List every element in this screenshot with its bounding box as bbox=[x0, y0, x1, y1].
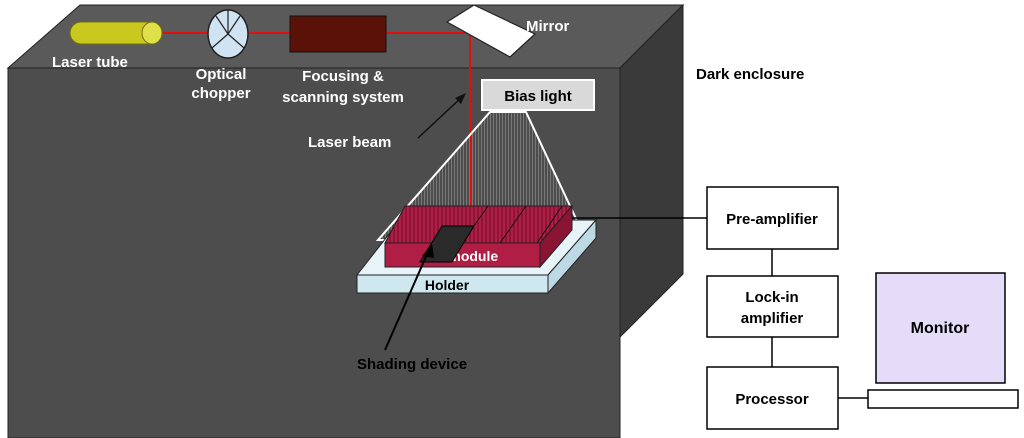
focusing-label-line1: Focusing & bbox=[302, 68, 384, 85]
lock-in-amplifier-box bbox=[706, 275, 839, 338]
dark-enclosure-label: Dark enclosure bbox=[696, 66, 804, 83]
pre-amplifier-label: Pre-amplifier bbox=[726, 211, 818, 228]
bias-light-label: Bias light bbox=[504, 88, 572, 105]
laser-beam-arrowhead bbox=[455, 93, 466, 104]
shading-device-arrowhead bbox=[422, 244, 434, 258]
mirror-icon bbox=[445, 4, 537, 58]
monitor-screen bbox=[875, 272, 1006, 384]
focusing-scanning-system-box bbox=[289, 15, 387, 53]
laser-tube bbox=[69, 21, 163, 45]
connection-lines bbox=[572, 217, 868, 399]
mirror-label: Mirror bbox=[526, 18, 570, 35]
laser-beam-arrow bbox=[417, 96, 463, 139]
laser-beam-label: Laser beam bbox=[308, 134, 391, 151]
holder-label: Holder bbox=[425, 277, 470, 293]
shading-device-label: Shading device bbox=[357, 356, 467, 373]
keyboard bbox=[867, 389, 1019, 409]
lock-in-amplifier-label-line1: Lock-in bbox=[745, 289, 798, 306]
shading-device-arrow bbox=[384, 251, 429, 351]
monitor-label: Monitor bbox=[911, 320, 970, 337]
laser-tube-label: Laser tube bbox=[52, 54, 128, 71]
bias-light-box bbox=[481, 79, 595, 111]
lock-in-amplifier-label-line2: amplifier bbox=[741, 310, 804, 327]
processor-label: Processor bbox=[735, 391, 809, 408]
pre-amplifier-box bbox=[706, 186, 839, 250]
pv-module bbox=[384, 204, 574, 269]
focusing-label-line2: scanning system bbox=[282, 89, 404, 106]
optical-chopper-icon bbox=[207, 9, 249, 59]
optical-chopper-label-line2: chopper bbox=[191, 85, 250, 102]
optical-chopper-label-line1: Optical bbox=[196, 66, 247, 83]
processor-box bbox=[706, 366, 839, 430]
shading-device bbox=[419, 225, 475, 263]
